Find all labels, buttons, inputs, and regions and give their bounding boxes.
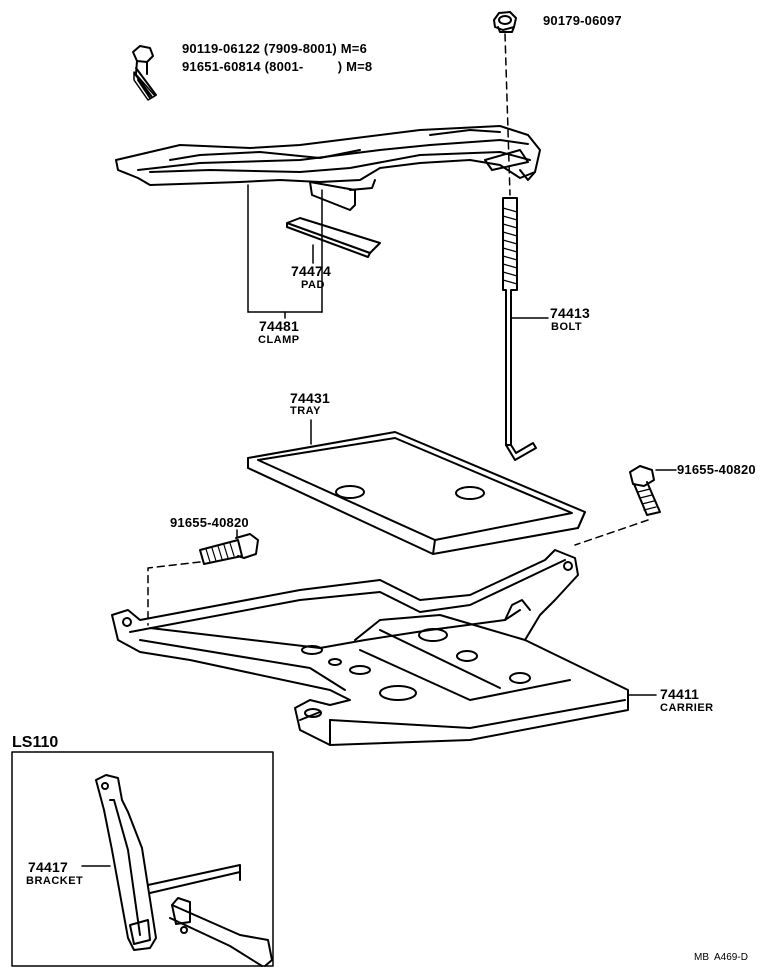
left-carrier-bolt-label: 91655-40820 [170,515,249,530]
footer-code: MB A469-D [694,952,748,963]
clamp-part-name: CLAMP [258,334,300,346]
inset-title: LS110 [12,734,59,751]
left-carrier-bolt [199,529,259,565]
carrier-part-number: 74411 [660,686,700,702]
inset-bracket [81,774,273,967]
bolt-part-number: 74413 [550,305,590,321]
clamp [115,125,541,211]
right-bolt-dashed-line [574,519,649,546]
inset-frame [11,751,274,967]
pad-part-number: 74474 [291,263,331,279]
tray-part-name: TRAY [290,405,321,417]
bolt-part-name: BOLT [551,321,583,333]
left-bolt-dashed-line [147,561,201,626]
bracket-part-number: 74417 [28,859,68,875]
right-carrier-bolt [629,465,677,516]
hold-down-bolt [502,197,549,461]
pad [286,217,381,258]
clamp-part-number: 74481 [259,318,299,334]
nut-label: 90179-06097 [543,13,622,28]
clamp-bolt [132,45,157,101]
top-nut [493,11,517,33]
tray [247,419,586,555]
clamp-bolt-label-line1: 90119-06122 (7909-8001) M=6 [182,41,368,56]
tray-part-number: 74431 [290,390,330,406]
pad-part-name: PAD [301,279,325,291]
nut-to-bolt-dashed-line [504,33,511,196]
clamp-bolt-label-line2: 91651-60814 (8001- ) M=8 [182,59,373,74]
clamp-leader-lines [247,184,323,319]
carrier-part-name: CARRIER [660,702,714,714]
bracket-part-name: BRACKET [26,875,84,887]
carrier [111,549,657,746]
right-carrier-bolt-label: 91655-40820 [677,462,756,477]
